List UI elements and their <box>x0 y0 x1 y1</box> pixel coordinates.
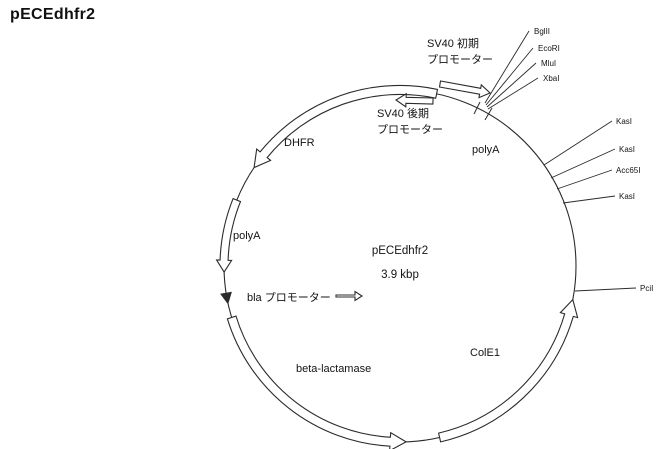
cole1-arrow <box>437 298 579 443</box>
kasi-1-site-label: KasI <box>616 117 632 126</box>
kasi-3-site-label: KasI <box>619 192 635 201</box>
beta-lactamase-label: beta-lactamase <box>296 363 371 375</box>
beta-lactamase-arrow <box>226 315 408 449</box>
sv40-early-label-line2: プロモーター <box>427 53 493 66</box>
pcii-site-label: PciI <box>640 284 653 293</box>
ecori-site-label: EcoRI <box>538 44 560 53</box>
polya-right-label: polyA <box>472 144 500 156</box>
mcs-tick-1 <box>484 107 493 121</box>
bglii-leader-line <box>484 30 530 104</box>
pcii-leader-line <box>574 287 637 292</box>
kasi-1-leader-line <box>543 120 613 166</box>
acc65i-leader-line <box>556 169 613 190</box>
polya-left-arrow <box>215 197 242 274</box>
sv40-late-promoter-arrow <box>394 92 434 108</box>
sv40-early-promoter-arrow <box>438 80 491 99</box>
dhfr-label: DHFR <box>284 137 315 149</box>
bglii-site-label: BglII <box>534 27 550 36</box>
sv40-late-label-line2: プロモーター <box>377 123 443 136</box>
plasmid-size-label: 3.9 kbp <box>381 269 419 281</box>
kasi-2-site-label: KasI <box>619 145 635 154</box>
sv40-late-label-line1: SV40 後期 <box>377 106 429 120</box>
mlui-leader-line <box>486 62 537 108</box>
kasi-2-leader-line <box>550 148 616 179</box>
xbai-site-label: XbaI <box>543 74 559 83</box>
page-title: pECEdhfr2 <box>10 6 96 23</box>
mcs-tick-2 <box>473 101 481 115</box>
mlui-site-label: MluI <box>541 59 556 68</box>
kasi-3-leader-line <box>562 195 616 204</box>
bla-promoter-direction-arrow <box>335 290 364 302</box>
sv40-early-label-line1: SV40 初期 <box>427 36 479 50</box>
ecori-leader-line <box>485 47 534 106</box>
cole1-label: ColE1 <box>470 347 500 359</box>
bla-promoter-mark <box>220 291 232 305</box>
plasmid-name-label: pECEdhfr2 <box>372 245 428 257</box>
polya-left-label: polyA <box>233 230 261 242</box>
dhfr-arrow <box>253 84 439 169</box>
acc65i-site-label: Acc65I <box>616 166 640 175</box>
xbai-leader-line <box>487 77 539 110</box>
bla-promoter-label: bla プロモーター <box>247 291 331 304</box>
